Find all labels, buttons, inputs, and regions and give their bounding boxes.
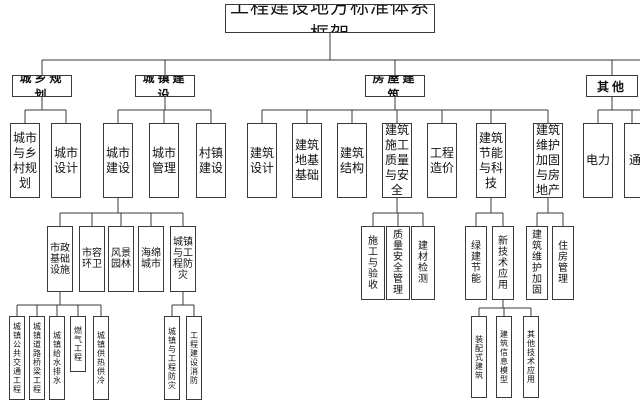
node-material-testing: 建材检测 xyxy=(411,226,435,300)
category-other: 其他 xyxy=(586,75,638,97)
node-town-engineering-disaster: 城镇与工程防灾 xyxy=(164,316,180,400)
node-new-technology: 新技术应用 xyxy=(492,226,514,300)
node-water-drainage: 城镇给水排水 xyxy=(49,316,65,400)
node-engineering-cost: 工程造价 xyxy=(427,123,457,198)
node-city-management: 城市管理 xyxy=(149,123,179,198)
node-other-technology: 其他技术应用 xyxy=(523,316,539,398)
category-housing-construction: 房屋建筑 xyxy=(365,75,425,97)
node-city-design: 城市设计 xyxy=(51,123,81,198)
node-construction-quality-safety: 建筑施工质量与安全 xyxy=(382,123,412,198)
node-bim: 建筑信息模型 xyxy=(496,316,512,398)
node-building-design: 建筑设计 xyxy=(247,123,277,198)
node-public-transport: 城镇公共交通工程 xyxy=(9,316,25,400)
root-title-node: 工程建设地方标准体系框架 xyxy=(225,4,435,33)
node-town-disaster-prevention: 城镇与工程防灾 xyxy=(170,226,196,292)
category-urban-rural-planning: 城乡规划 xyxy=(12,75,72,97)
node-heating-cooling: 城镇供热供冷 xyxy=(93,316,109,400)
node-sponge-city: 海绵城市 xyxy=(138,226,164,292)
node-quality-safety-management: 质量安全管理 xyxy=(386,226,410,300)
node-village-construction: 村镇建设 xyxy=(196,123,226,198)
node-building-maintenance-realestate: 建筑维护加固与房地产 xyxy=(533,123,563,198)
node-building-foundation: 建筑地基基础 xyxy=(292,123,322,198)
node-housing-management: 住房管理 xyxy=(552,226,574,300)
node-construction-acceptance: 施工与验收 xyxy=(361,226,385,300)
node-urban-rural-plan: 城市与乡村规划 xyxy=(10,123,40,198)
node-city-sanitation: 市容环卫 xyxy=(79,226,105,292)
node-green-energy-saving: 绿建节能 xyxy=(465,226,487,300)
category-town-construction: 城镇建设 xyxy=(135,75,195,97)
node-city-construction: 城市建设 xyxy=(103,123,133,198)
node-municipal-infrastructure: 市政基础设施 xyxy=(47,226,73,292)
node-building-energy-tech: 建筑节能与科技 xyxy=(476,123,506,198)
node-communication: 通 xyxy=(624,123,640,198)
node-maintenance-reinforcement: 建筑维护加固 xyxy=(526,226,548,300)
node-gas-engineering: 燃气工程 xyxy=(70,316,86,372)
node-fire-protection: 工程建设消防 xyxy=(186,316,202,400)
node-prefabricated-building: 装配式建筑 xyxy=(471,316,487,398)
node-road-bridge: 城镇道路桥梁工程 xyxy=(29,316,45,400)
node-power: 电力 xyxy=(583,123,613,198)
node-landscape-garden: 风景园林 xyxy=(108,226,134,292)
node-building-structure: 建筑结构 xyxy=(337,123,367,198)
